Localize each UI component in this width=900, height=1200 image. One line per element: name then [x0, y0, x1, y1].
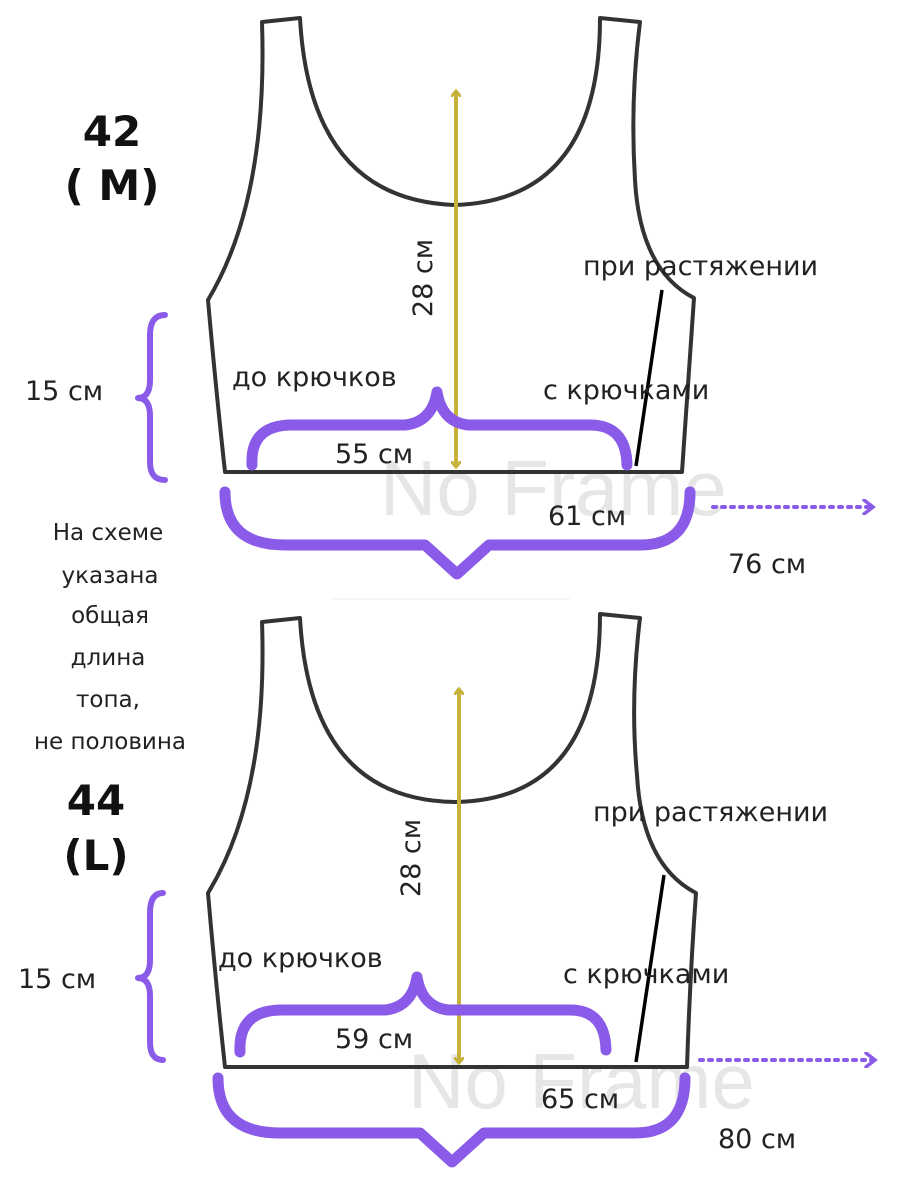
size-number: 44 [67, 776, 125, 825]
note-line: длина [71, 645, 146, 671]
top-outline [206, 612, 698, 1069]
size-number: 42 [83, 107, 141, 156]
note-line: На схеме [53, 520, 164, 546]
note-line: топа, [76, 687, 140, 713]
before-hooks-brace [246, 386, 633, 471]
watermark: No Frame [380, 444, 727, 532]
stretch-pointer [634, 289, 664, 467]
length-label: 28 см [408, 239, 439, 317]
stretched-value: 76 см [728, 549, 806, 580]
size-letter: (L) [63, 831, 128, 880]
with-hooks-brace [219, 486, 696, 580]
height-label: 15 см [18, 964, 96, 995]
before-hooks-value: 55 см [335, 439, 413, 470]
before-hooks-caption: до крючков [232, 362, 397, 393]
note-line: указана [61, 563, 158, 589]
height-label: 15 см [25, 376, 103, 407]
before-hooks-caption: до крючков [218, 943, 383, 974]
stretch-pointer [634, 874, 666, 1063]
size-block-l: No Frame 44 (L) 15 см 28 см при растяжен… [18, 612, 874, 1168]
stretch-caption: при растяжении [593, 797, 828, 828]
with-hooks-caption: с крючками [543, 375, 709, 406]
note-line: не половина [34, 729, 186, 755]
note-line: общая [71, 603, 149, 629]
with-hooks-value: 65 см [541, 1084, 619, 1115]
watermark: No Frame [408, 1037, 755, 1125]
before-hooks-value: 59 см [335, 1024, 413, 1055]
before-hooks-brace [234, 971, 612, 1058]
height-brace [135, 312, 168, 483]
note: На схеме указана общая длина топа, не по… [34, 520, 186, 755]
with-hooks-value: 61 см [548, 501, 626, 532]
size-letter: ( M) [65, 161, 160, 210]
stretch-caption: при растяжении [583, 251, 818, 282]
height-brace [135, 890, 166, 1063]
size-block-m: No Frame 42 ( M) 15 см 28 см при растяже… [25, 16, 872, 580]
with-hooks-brace [212, 1072, 691, 1168]
with-hooks-caption: с крючками [563, 959, 729, 990]
stretched-value: 80 см [718, 1124, 796, 1155]
length-label: 28 см [396, 819, 427, 897]
